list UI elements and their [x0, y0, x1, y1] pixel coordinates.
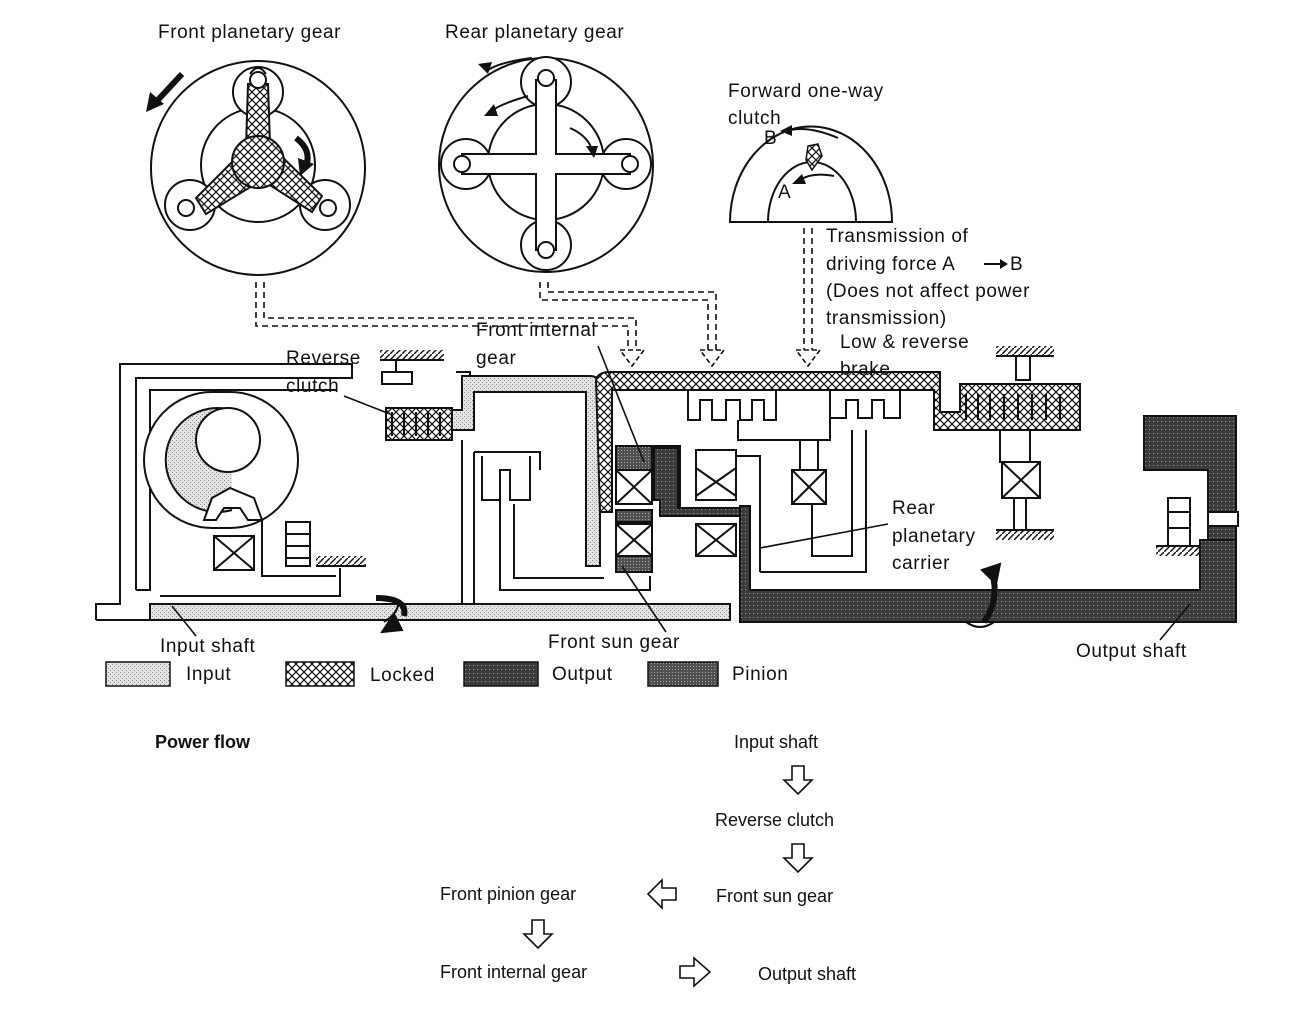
leader-lines — [171, 345, 1191, 641]
flow-step-front-sun-gear: Front sun gear — [716, 886, 833, 906]
transmission-note-3: (Does not affect power — [826, 281, 1030, 302]
low-reverse-brake-label-2: brake — [840, 359, 891, 380]
front-planetary-gear-figure: Front planetary gear — [146, 22, 366, 276]
legend-label-output: Output — [552, 664, 613, 685]
flow-step-input-shaft: Input shaft — [734, 732, 818, 752]
rear-planetary-gear-title: Rear planetary gear — [445, 22, 624, 43]
front-internal-gear-label-2: gear — [476, 348, 517, 369]
reverse-clutch-label-2: clutch — [286, 376, 339, 397]
one-way-clutch-title-2: clutch — [728, 108, 781, 129]
forward-one-way-clutch-figure: Forward one-way clutch B A Transmission … — [728, 81, 1030, 329]
legend-swatch-input — [105, 661, 171, 687]
rear-planetary-carrier-label: Rear — [892, 498, 936, 519]
transmission-note-4: transmission) — [826, 308, 947, 329]
front-sun-gear-label: Front sun gear — [548, 632, 680, 653]
flow-step-reverse-clutch: Reverse clutch — [715, 810, 834, 830]
front-internal-gear-label: Front internal — [476, 320, 596, 341]
power-flow: Power flow Input shaft Reverse clutch Fr… — [155, 732, 856, 988]
dashed-arrowheads — [618, 349, 822, 368]
one-way-clutch-title: Forward one-way — [728, 81, 884, 102]
point-b-label: B — [764, 128, 777, 149]
flow-arrow-left-icon — [646, 878, 677, 910]
legend-swatch-locked — [285, 661, 355, 687]
legend-label-locked: Locked — [370, 665, 435, 686]
legend-swatch-pinion — [647, 661, 719, 687]
rear-planetary-carrier-label-3: carrier — [892, 553, 950, 574]
legend-label-pinion: Pinion — [732, 664, 788, 685]
legend-swatch-output — [463, 661, 539, 687]
transmission-note-b: B — [1010, 254, 1023, 275]
low-reverse-brake-label: Low & reverse — [840, 332, 969, 353]
flow-step-output-shaft: Output shaft — [758, 964, 856, 984]
legend: Input Locked Output Pinion — [105, 661, 788, 687]
flow-arrow-down-icon — [782, 843, 814, 874]
flow-arrow-down-icon — [522, 919, 554, 950]
front-planetary-gear-title: Front planetary gear — [158, 22, 341, 43]
flow-arrow-right-icon — [679, 956, 712, 988]
point-a-label: A — [778, 182, 791, 203]
rear-planetary-gear-figure: Rear planetary gear — [438, 22, 654, 273]
flow-step-front-pinion-gear: Front pinion gear — [440, 884, 576, 904]
legend-label-input: Input — [186, 664, 231, 685]
input-shaft-label: Input shaft — [160, 636, 255, 657]
reverse-clutch-label: Reverse — [286, 348, 361, 369]
transmission-note-2: driving force A — [826, 254, 955, 275]
rear-planetary-carrier-label-2: planetary — [892, 526, 976, 547]
power-flow-title: Power flow — [155, 732, 251, 752]
transmission-note-1: Transmission of — [826, 226, 969, 247]
flow-arrow-down-icon — [782, 765, 814, 796]
cross-section — [95, 346, 1239, 634]
output-shaft-label: Output shaft — [1076, 641, 1187, 662]
dashed-connectors — [255, 228, 813, 350]
flow-step-front-internal-gear: Front internal gear — [440, 962, 587, 982]
